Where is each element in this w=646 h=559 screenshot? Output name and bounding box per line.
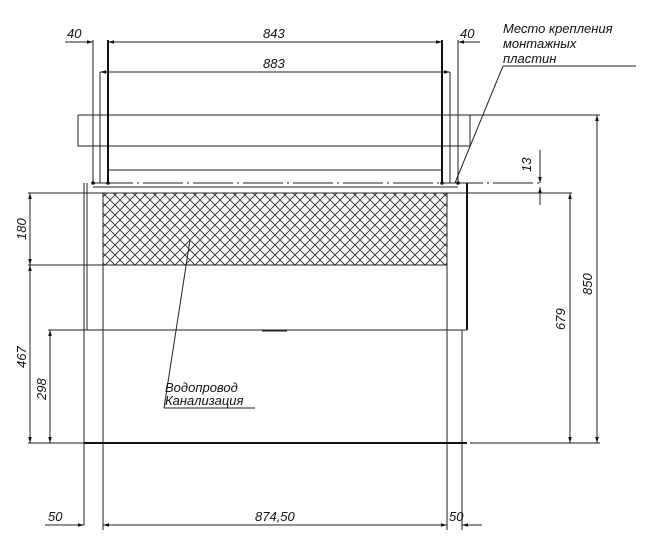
dim-bottom-right: 50 (449, 509, 464, 524)
dim-top-right: 40 (460, 26, 475, 41)
hatched-zone (102, 192, 448, 266)
dim-13: 13 (519, 157, 534, 172)
sewer-label: Канализация (165, 393, 243, 408)
dim-679: 679 (553, 308, 568, 330)
dim-883: 883 (263, 56, 285, 71)
countertop (77, 114, 471, 147)
mount-label-3: пластин (503, 51, 556, 66)
dim-bottom-left: 50 (48, 509, 63, 524)
water-label: Водопровод (165, 380, 238, 395)
dim-843: 843 (263, 26, 285, 41)
mount-label-2: монтажных (503, 36, 577, 51)
dim-180: 180 (14, 218, 29, 240)
dim-850: 850 (580, 273, 595, 295)
dim-467: 467 (14, 346, 29, 368)
dim-874-50: 874,50 (255, 509, 296, 524)
dim-top-left: 40 (67, 26, 82, 41)
dim-298: 298 (34, 378, 49, 401)
mount-label-1: Место крепления (503, 21, 613, 36)
